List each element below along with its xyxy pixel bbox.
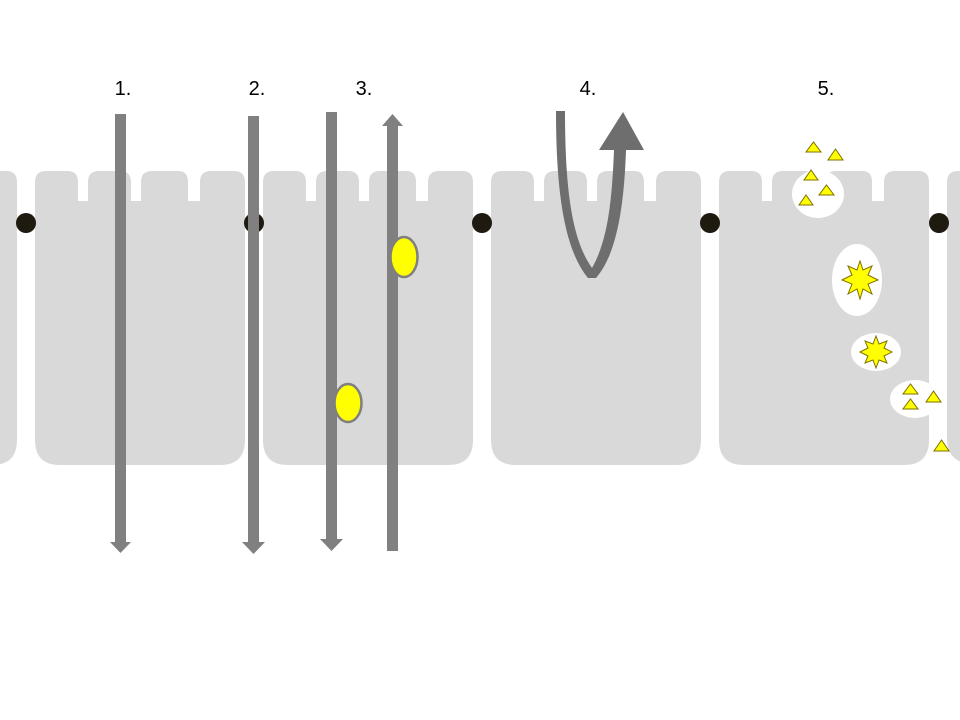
carrier-icon — [389, 235, 419, 279]
step-4-arrow — [556, 111, 644, 278]
vesicle — [890, 380, 940, 418]
arrow-down-icon — [320, 539, 343, 551]
step-labels: 1. 2. 3. 4. 5. — [115, 78, 835, 100]
cell-b — [263, 171, 473, 465]
cell-left-partial — [0, 171, 17, 465]
cell-right-partial — [947, 171, 960, 462]
step-label-5: 5. — [818, 78, 835, 100]
arrow-up-icon — [599, 112, 644, 150]
tight-junction-icon — [929, 213, 949, 233]
arrow-down-icon — [242, 542, 265, 554]
step-3-arrows — [320, 112, 419, 551]
step-5-vesicles — [792, 141, 950, 452]
step-1-arrow — [110, 114, 131, 553]
particle-icon — [925, 390, 942, 403]
particle-icon — [798, 194, 814, 206]
vesicle — [792, 170, 844, 218]
tight-junction-icon — [472, 213, 492, 233]
particle-icon — [902, 398, 919, 410]
arrow-down-icon — [110, 542, 131, 553]
step-label-3: 3. — [356, 78, 373, 100]
step-label-4: 4. — [580, 78, 597, 100]
step-label-1: 1. — [115, 78, 132, 100]
particle-icon — [803, 169, 819, 181]
step-label-2: 2. — [249, 78, 266, 100]
particle-icon — [933, 439, 950, 452]
step-2-arrow — [242, 116, 265, 554]
cell-layer — [0, 171, 960, 465]
arrow-up-icon — [382, 114, 403, 126]
particle-icon — [827, 148, 844, 161]
cell-a — [35, 171, 245, 465]
burst-icon — [840, 259, 880, 301]
particle-icon — [902, 383, 919, 395]
carrier-icon — [333, 382, 363, 424]
cell-d — [719, 171, 929, 465]
tight-junction-icon — [700, 213, 720, 233]
particle-icon — [805, 141, 822, 153]
burst-icon — [858, 334, 894, 370]
cell-c — [491, 171, 701, 465]
particle-icon — [818, 184, 835, 196]
tight-junction-icon — [16, 213, 36, 233]
